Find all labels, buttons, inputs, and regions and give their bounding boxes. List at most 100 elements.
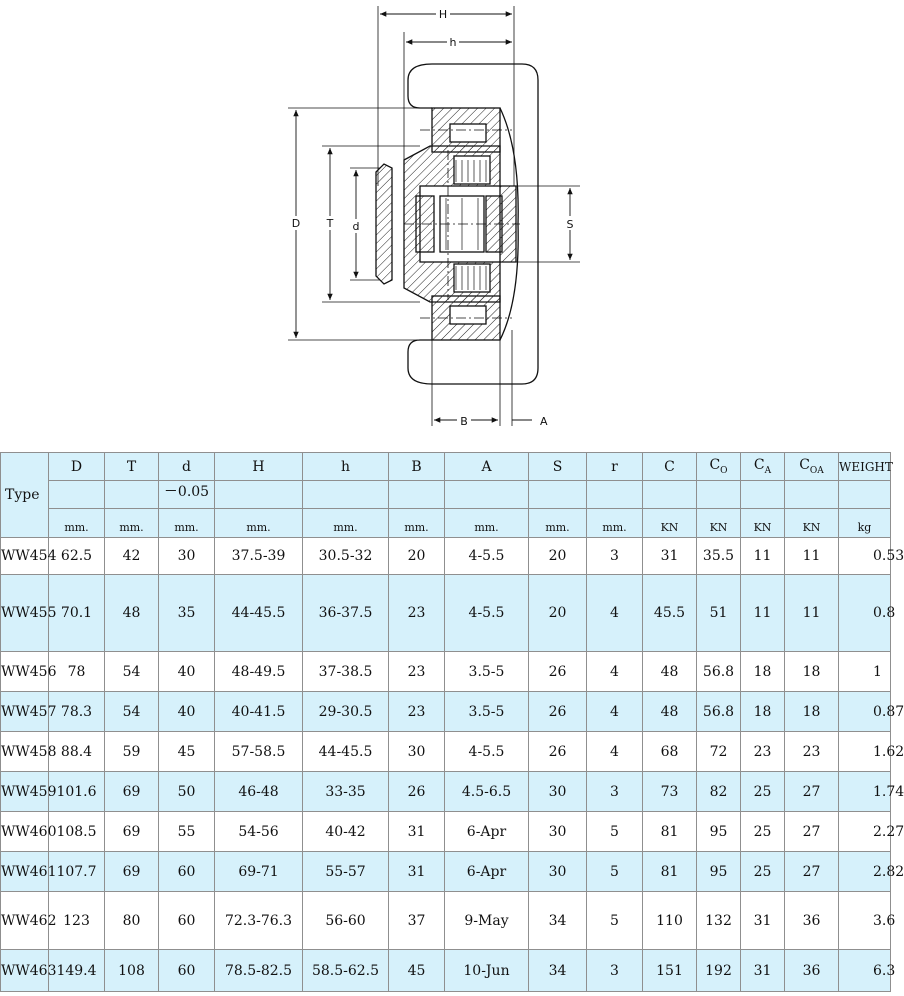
- table-cell: 2.27: [838, 811, 904, 852]
- table-cell: 110: [642, 891, 697, 950]
- table-cell: 20: [388, 537, 445, 575]
- table-cell: 29-30.5: [302, 691, 389, 732]
- type-cell: WW456: [0, 651, 57, 692]
- type-cell: WW462: [0, 891, 57, 950]
- table-cell: 3.5-5: [444, 651, 529, 692]
- unit-A: mm.: [444, 508, 529, 538]
- unit-CA: KN: [740, 508, 785, 538]
- table-cell: 31: [740, 891, 785, 950]
- table-cell: 18: [784, 691, 839, 732]
- unit-T: mm.: [104, 508, 159, 538]
- type-cell: WW461: [0, 851, 57, 892]
- dim-label-d: d: [353, 220, 360, 233]
- table-cell: 5: [586, 851, 643, 892]
- table-cell: 48: [642, 651, 697, 692]
- table-cell: 18: [740, 691, 785, 732]
- table-cell: 107.7: [48, 851, 105, 892]
- table-cell: 3: [586, 949, 643, 992]
- table-cell: 34: [528, 891, 587, 950]
- table-cell: 26: [528, 691, 587, 732]
- table-cell: 151: [642, 949, 697, 992]
- table-cell: 25: [740, 811, 785, 852]
- units-row: mm. mm. mm. mm. mm. mm. mm. mm. mm. KN K…: [1, 508, 891, 538]
- table-cell: 6-Apr: [444, 851, 529, 892]
- table-cell: 30: [388, 731, 445, 772]
- type-cell: WW463: [0, 949, 57, 992]
- table-cell: 4: [586, 651, 643, 692]
- table-cell: 60: [158, 851, 215, 892]
- spec-table: Type D T d H h B A S r C CO CA COA WEIGH…: [0, 452, 904, 992]
- col-header-D: D: [48, 452, 105, 481]
- col-header-T: T: [104, 452, 159, 481]
- dim-label-B: B: [460, 415, 468, 428]
- dim-label-D: D: [292, 217, 300, 230]
- table-cell: 56-60: [302, 891, 389, 950]
- table-cell: 42: [104, 537, 159, 575]
- table-cell: 30.5-32: [302, 537, 389, 575]
- unit-weight: kg: [838, 508, 891, 538]
- unit-h: mm.: [302, 508, 389, 538]
- unit-C: KN: [642, 508, 697, 538]
- table-cell: 48: [642, 691, 697, 732]
- table-cell: 54: [104, 651, 159, 692]
- table-cell: 72: [696, 731, 741, 772]
- table-cell: 40: [158, 651, 215, 692]
- col-header-d: d: [158, 452, 215, 481]
- table-cell: 3: [586, 771, 643, 812]
- table-cell: 6-Apr: [444, 811, 529, 852]
- table-cell: 23: [388, 574, 445, 652]
- table-cell: 11: [740, 574, 785, 652]
- table-cell: 23: [740, 731, 785, 772]
- table-cell: 149.4: [48, 949, 105, 992]
- table-cell: 58.5-62.5: [302, 949, 389, 992]
- type-cell: WW454: [0, 537, 57, 575]
- table-cell: 31: [740, 949, 785, 992]
- table-cell: 40: [158, 691, 215, 732]
- table-cell: 80: [104, 891, 159, 950]
- table-cell: 68: [642, 731, 697, 772]
- table-cell: 54: [104, 691, 159, 732]
- col-header-S: S: [528, 452, 587, 481]
- table-cell: 37.5-39: [214, 537, 303, 575]
- dim-label-h: h: [450, 36, 457, 49]
- table-cell: 30: [528, 851, 587, 892]
- table-cell: 54-56: [214, 811, 303, 852]
- unit-C0: KN: [696, 508, 741, 538]
- table-cell: 35: [158, 574, 215, 652]
- dim-label-A: A: [540, 415, 548, 428]
- table-cell: 11: [784, 574, 839, 652]
- table-cell: 40-41.5: [214, 691, 303, 732]
- table-cell: 36-37.5: [302, 574, 389, 652]
- table-cell: 11: [784, 537, 839, 575]
- col-header-r: r: [586, 452, 643, 481]
- table-cell: 46-48: [214, 771, 303, 812]
- table-cell: 78.3: [48, 691, 105, 732]
- table-cell: 57-58.5: [214, 731, 303, 772]
- table-cell: 31: [388, 811, 445, 852]
- type-header: Type: [0, 452, 49, 538]
- table-cell: 18: [784, 651, 839, 692]
- table-cell: 62.5: [48, 537, 105, 575]
- table-cell: 27: [784, 771, 839, 812]
- table-cell: 3.6: [838, 891, 895, 950]
- col-header-H: H: [214, 452, 303, 481]
- table-cell: 33-35: [302, 771, 389, 812]
- table-cell: 9-May: [444, 891, 529, 950]
- unit-r: mm.: [586, 508, 643, 538]
- table-cell: 3: [586, 537, 643, 575]
- table-cell: 2.82: [838, 851, 904, 892]
- table-cell: 36: [784, 891, 839, 950]
- table-cell: 11: [740, 537, 785, 575]
- type-cell: WW457: [0, 691, 57, 732]
- col-header-C: C: [642, 452, 697, 481]
- d-tolerance: －0.05: [158, 480, 215, 509]
- table-cell: 45: [388, 949, 445, 992]
- table-cell: 44-45.5: [302, 731, 389, 772]
- table-cell: 3.5-5: [444, 691, 529, 732]
- col-header-C0A: COA: [784, 452, 839, 481]
- table-cell: 45.5: [642, 574, 697, 652]
